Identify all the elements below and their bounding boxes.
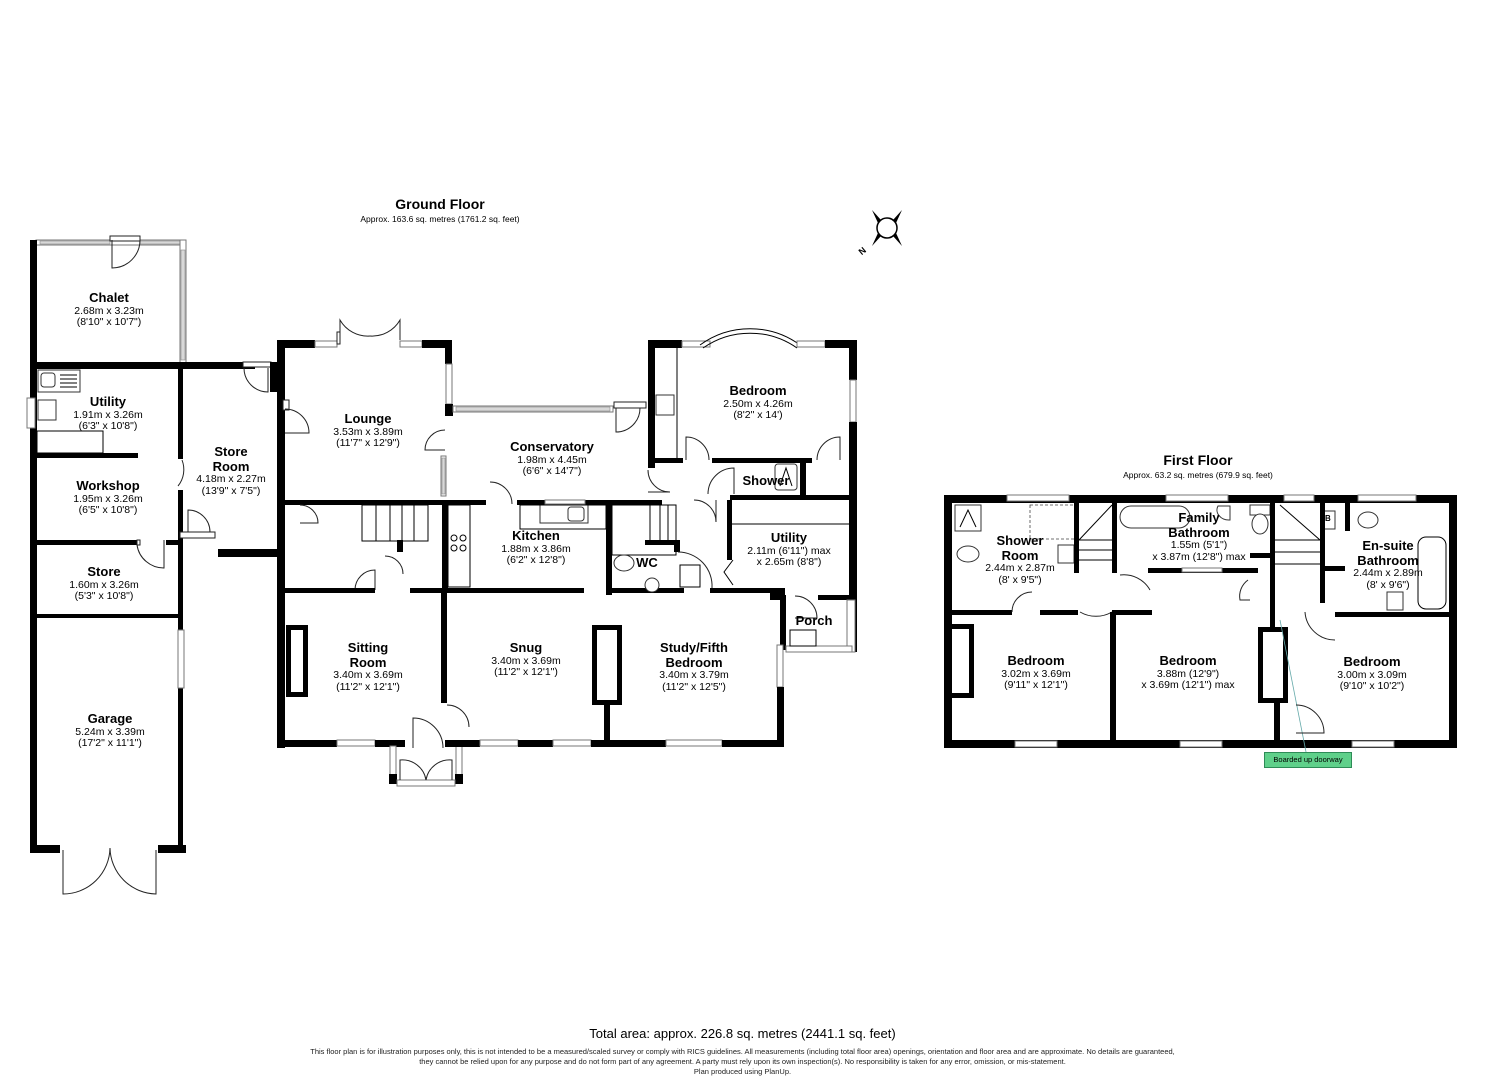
boiler-label: B — [1325, 514, 1331, 523]
room-label-utility-main: Utility 2.11m (6'11") max x 2.65m (8'8") — [747, 530, 831, 569]
room-label-bedroom-1: Bedroom 3.02m x 3.69m (9'11" x 12'1") — [1001, 653, 1071, 692]
room-label-lounge: Lounge 3.53m x 3.89m (11'7" x 12'9") — [333, 411, 403, 450]
room-label-porch: Porch — [795, 613, 833, 628]
first-floor-area: Approx. 63.2 sq. metres (679.9 sq. feet) — [1123, 470, 1273, 480]
room-label-sitting-room: Sitting Room 3.40m x 3.69m (11'2" x 12'1… — [333, 640, 403, 693]
room-label-conservatory: Conservatory 1.98m x 4.45m (6'6" x 14'7"… — [510, 439, 594, 478]
room-label-chalet: Chalet 2.68m x 3.23m (8'10" x 10'7") — [74, 290, 144, 329]
ground-floor-title: Ground Floor — [395, 196, 485, 212]
first-floor-walls — [944, 494, 1457, 758]
ground-floor-walls — [26, 235, 857, 895]
room-label-bedroom-2: Bedroom 3.88m (12'9") x 3.69m (12'1") ma… — [1141, 653, 1235, 692]
room-label-shower: Shower — [742, 473, 790, 488]
disclaimer-line-3: Plan produced using PlanUp. — [693, 1067, 792, 1076]
room-label-en-suite-bathroom: En-suite Bathroom 2.44m x 2.89m (8' x 9'… — [1353, 538, 1423, 591]
first-floor-title: First Floor — [1163, 452, 1233, 468]
room-label-shower-room: Shower Room 2.44m x 2.87m (8' x 9'5") — [985, 533, 1055, 586]
room-label-utility-outbuilding: Utility 1.91m x 3.26m (6'3" x 10'8") — [73, 394, 143, 433]
room-label-bedroom-ground: Bedroom 2.50m x 4.26m (8'2" x 14') — [723, 383, 793, 422]
room-label-kitchen: Kitchen 1.88m x 3.86m (6'2" x 12'8") — [501, 528, 571, 567]
room-label-bedroom-3: Bedroom 3.00m x 3.09m (9'10" x 10'2") — [1337, 654, 1407, 693]
total-area: Total area: approx. 226.8 sq. metres (24… — [589, 1026, 896, 1041]
ground-floor-area: Approx. 163.6 sq. metres (1761.2 sq. fee… — [360, 214, 520, 224]
room-label-study-fifth-bedroom: Study/Fifth Bedroom 3.40m x 3.79m (11'2"… — [659, 640, 729, 693]
first-floor-heading: First Floor Approx. 63.2 sq. metres (679… — [1123, 452, 1273, 480]
room-label-store: Store 1.60m x 3.26m (5'3" x 10'8") — [69, 564, 139, 603]
room-label-family-bathroom: Family Bathroom 1.55m (5'1") x 3.87m (12… — [1152, 510, 1246, 563]
room-label-wc: WC — [636, 555, 658, 570]
compass-rose-icon — [872, 210, 902, 246]
ground-floor-heading: Ground Floor Approx. 163.6 sq. metres (1… — [360, 196, 519, 224]
room-label-garage: Garage 5.24m x 3.39m (17'2" x 11'1") — [75, 711, 145, 750]
room-label-store-room: Store Room 4.18m x 2.27m (13'9" x 7'5") — [196, 444, 266, 497]
room-label-snug: Snug 3.40m x 3.69m (11'2" x 12'1") — [491, 640, 561, 679]
disclaimer-line-2: they cannot be relied upon for any purpo… — [419, 1057, 1066, 1066]
room-label-workshop: Workshop 1.95m x 3.26m (6'5" x 10'8") — [73, 478, 143, 517]
boarded-up-doorway-note: Boarded up doorway — [1264, 752, 1352, 768]
disclaimer-line-1: This floor plan is for illustration purp… — [310, 1047, 1175, 1056]
